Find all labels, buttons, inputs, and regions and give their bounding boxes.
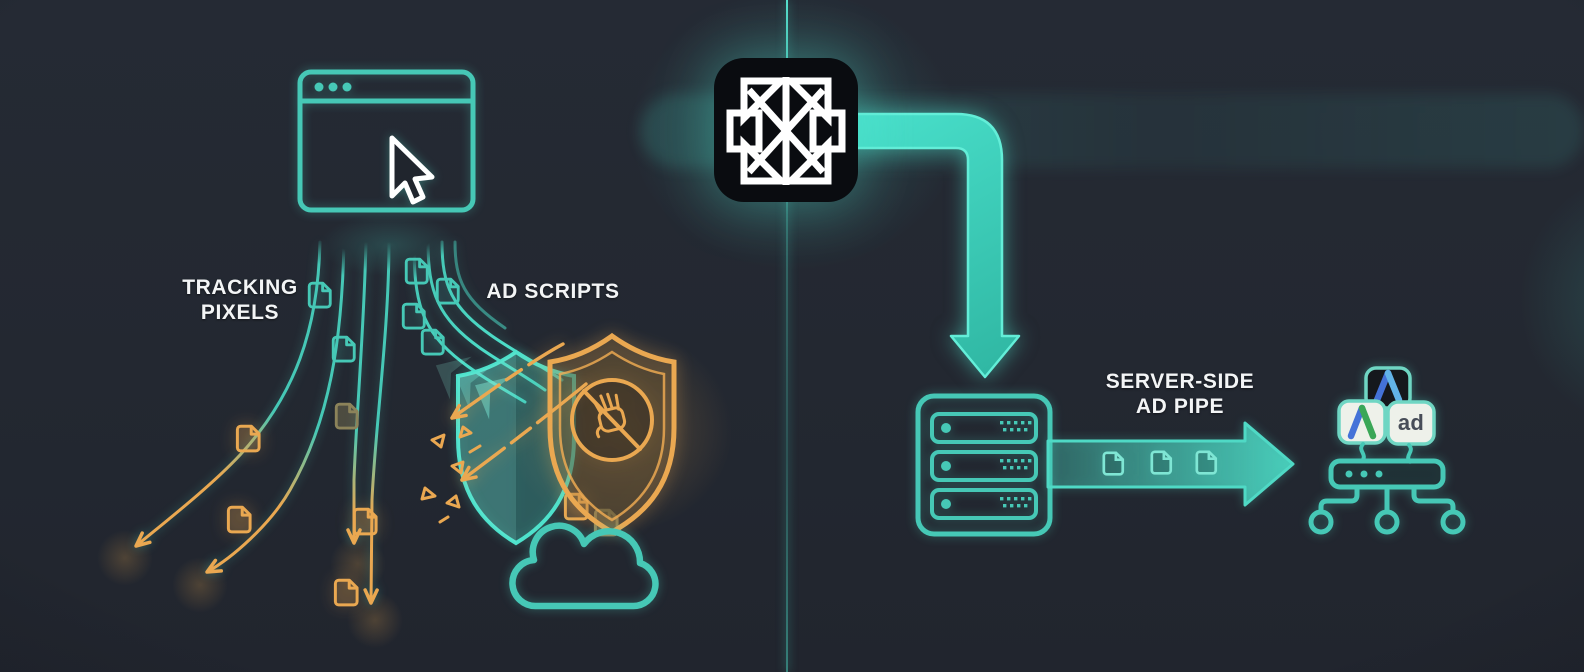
tracking-pixels-label-line1: TRACKING	[182, 276, 298, 299]
cursor-icon	[389, 135, 435, 205]
adwords-tile-dark-icon	[1364, 366, 1412, 410]
document-icon	[1195, 450, 1218, 475]
deflected-arrows	[450, 342, 588, 482]
cloud-icon	[509, 522, 659, 610]
document-icon	[420, 328, 445, 356]
stream-line	[363, 240, 391, 605]
server-side-label-line1: SERVER-SIDE	[1105, 370, 1255, 393]
document-icon	[334, 402, 359, 430]
deflect-chevrons	[435, 356, 511, 420]
debris-icon	[420, 425, 482, 524]
ad-tile-label: ad	[1397, 410, 1425, 435]
stream-line	[426, 240, 547, 392]
ad-tiles-group	[1337, 366, 1436, 464]
network-hub-icon	[1308, 458, 1466, 535]
document-icon	[401, 302, 426, 330]
ad-tile-icon	[1386, 400, 1436, 446]
browser-window-icon	[297, 69, 476, 213]
shield-teal-icon	[456, 349, 576, 546]
document-icon	[435, 277, 460, 305]
document-icon	[352, 507, 378, 536]
stream-lines-group	[134, 240, 564, 605]
stream-line	[205, 240, 346, 574]
pipe-arrow-icon	[1046, 421, 1295, 507]
document-icon	[331, 335, 356, 363]
document-icon	[307, 281, 332, 309]
stream-line	[453, 240, 507, 330]
document-icon	[235, 424, 261, 453]
server-rack-icon	[915, 393, 1053, 537]
document-icon	[1102, 451, 1125, 476]
server-side-label-line2: AD PIPE	[1135, 395, 1225, 418]
document-icon	[1150, 450, 1173, 475]
tracking-pixels-label-line2: PIXELS	[200, 301, 280, 324]
logo-mark-icon	[714, 58, 858, 202]
elbow-arrow-icon	[848, 112, 1021, 379]
shield-orange-icon	[547, 332, 677, 535]
stream-line	[346, 240, 368, 545]
document-icon	[333, 578, 359, 607]
server-vents	[1000, 421, 1032, 508]
adwords-tile-light-icon	[1337, 399, 1387, 445]
ad-scripts-label: AD SCRIPTS	[486, 280, 620, 303]
no-hand-icon	[570, 378, 654, 462]
document-icon	[226, 505, 252, 534]
document-icon	[404, 257, 429, 285]
